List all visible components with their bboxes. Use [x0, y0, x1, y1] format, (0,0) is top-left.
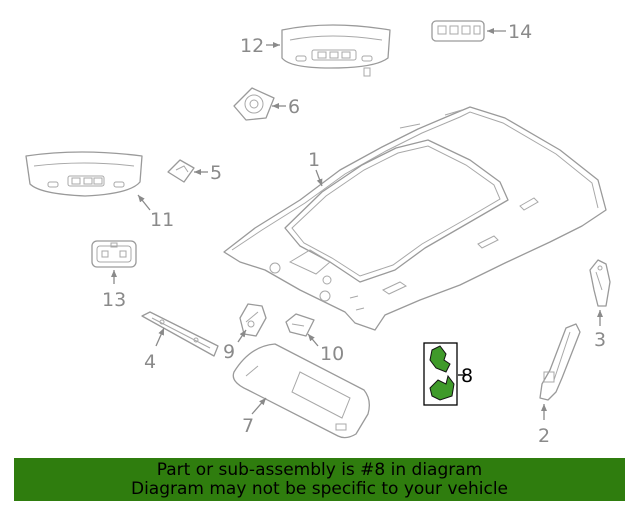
callout-9-leader	[237, 329, 247, 343]
overhead-console-part	[281, 24, 391, 77]
highlighted-clip-part	[423, 342, 458, 406]
callout-1: 1	[308, 149, 320, 171]
dome-light-part	[91, 240, 137, 268]
callout-3: 3	[594, 329, 606, 351]
banner-line-2: Diagram may not be specific to your vehi…	[130, 479, 508, 499]
parts-diagram: 1 12 14 6 5	[25, 20, 611, 447]
info-banner: Part or sub-assembly is #8 in diagram Di…	[14, 458, 625, 501]
bracket-part	[589, 259, 611, 307]
callout-8: 8	[461, 365, 473, 387]
clip-part	[167, 159, 195, 183]
callout-13: 13	[102, 289, 126, 311]
callout-10: 10	[320, 343, 344, 365]
callout-9: 9	[223, 341, 235, 363]
clip-lower	[429, 374, 455, 401]
callout-6: 6	[288, 96, 300, 118]
headliner-part	[223, 106, 607, 331]
callout-4-leader	[155, 327, 165, 347]
rear-console-part	[25, 151, 143, 197]
banner-line-1: Part or sub-assembly is #8 in diagram	[156, 460, 483, 480]
visor-bracket-part	[239, 303, 267, 337]
callout-2: 2	[538, 425, 550, 447]
callout-11-leader	[137, 194, 151, 211]
sun-visor-part	[232, 343, 370, 439]
trim-strip-part	[141, 311, 219, 357]
callout-7: 7	[242, 415, 254, 437]
callout-10-leader	[307, 333, 319, 347]
callout-4: 4	[144, 351, 156, 373]
callout-11: 11	[150, 209, 174, 231]
callout-14: 14	[508, 21, 532, 43]
map-lamp-part	[431, 20, 485, 42]
visor-clip-part	[285, 313, 315, 337]
clip-upper	[429, 345, 451, 373]
callout-7-leader	[251, 397, 267, 415]
callout-5: 5	[210, 162, 222, 184]
speaker-grommet-part	[233, 87, 275, 121]
pillar-trim-part	[539, 323, 581, 401]
callout-1-leader	[315, 169, 323, 187]
callout-12: 12	[240, 35, 264, 57]
